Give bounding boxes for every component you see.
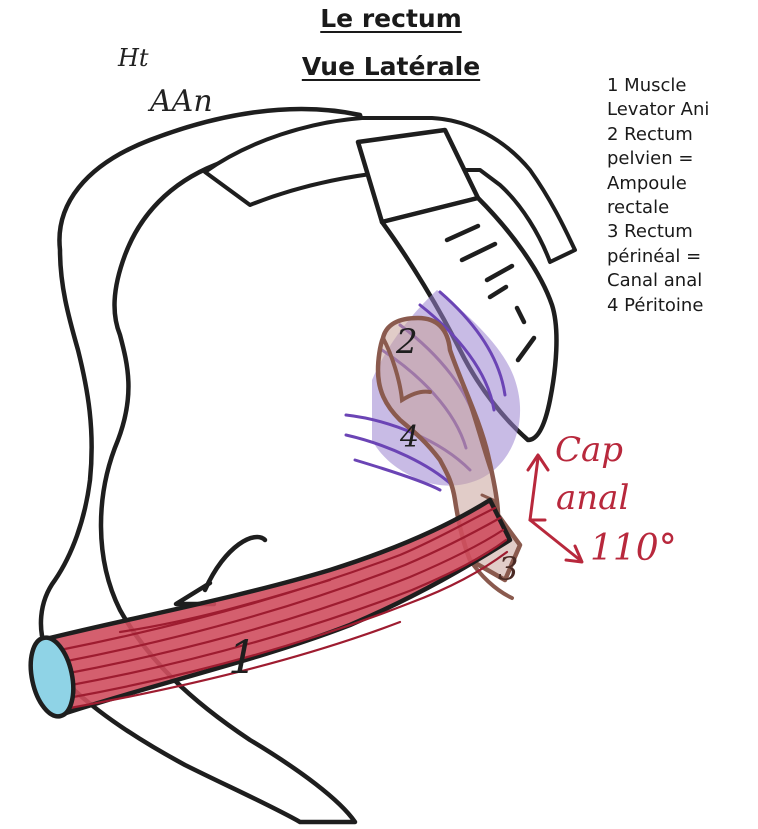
obturator-curve [205,537,265,590]
label-peritoine-number: 4 [400,420,419,455]
legend-line: Canal anal [607,269,755,293]
annotation-angle: 110° [590,528,677,569]
legend-line: 2 Rectum [607,123,755,147]
legend-line: pelvien = [607,147,755,171]
legend: 1 Muscle Levator Ani 2 Rectum pelvien = … [607,74,755,318]
legend-line: Ampoule [607,172,755,196]
orientation-anterior-label: AAn [150,84,213,119]
legend-line: 4 Péritoine [607,294,755,318]
legend-line: périnéal = [607,245,755,269]
legend-line: 1 Muscle [607,74,755,98]
label-levator-ani-number: 1 [228,630,257,684]
annotation-anal: anal [556,478,629,518]
label-rectum-perineal-number: 3 [498,550,518,588]
label-rectum-pelvien-number: 2 [396,322,418,362]
legend-line: 3 Rectum [607,220,755,244]
legend-line: Levator Ani [607,98,755,122]
pelvic-bone-outline [41,109,365,822]
orientation-up-label: Ht [118,44,149,72]
annotation-cap: Cap [555,430,623,470]
legend-line: rectale [607,196,755,220]
